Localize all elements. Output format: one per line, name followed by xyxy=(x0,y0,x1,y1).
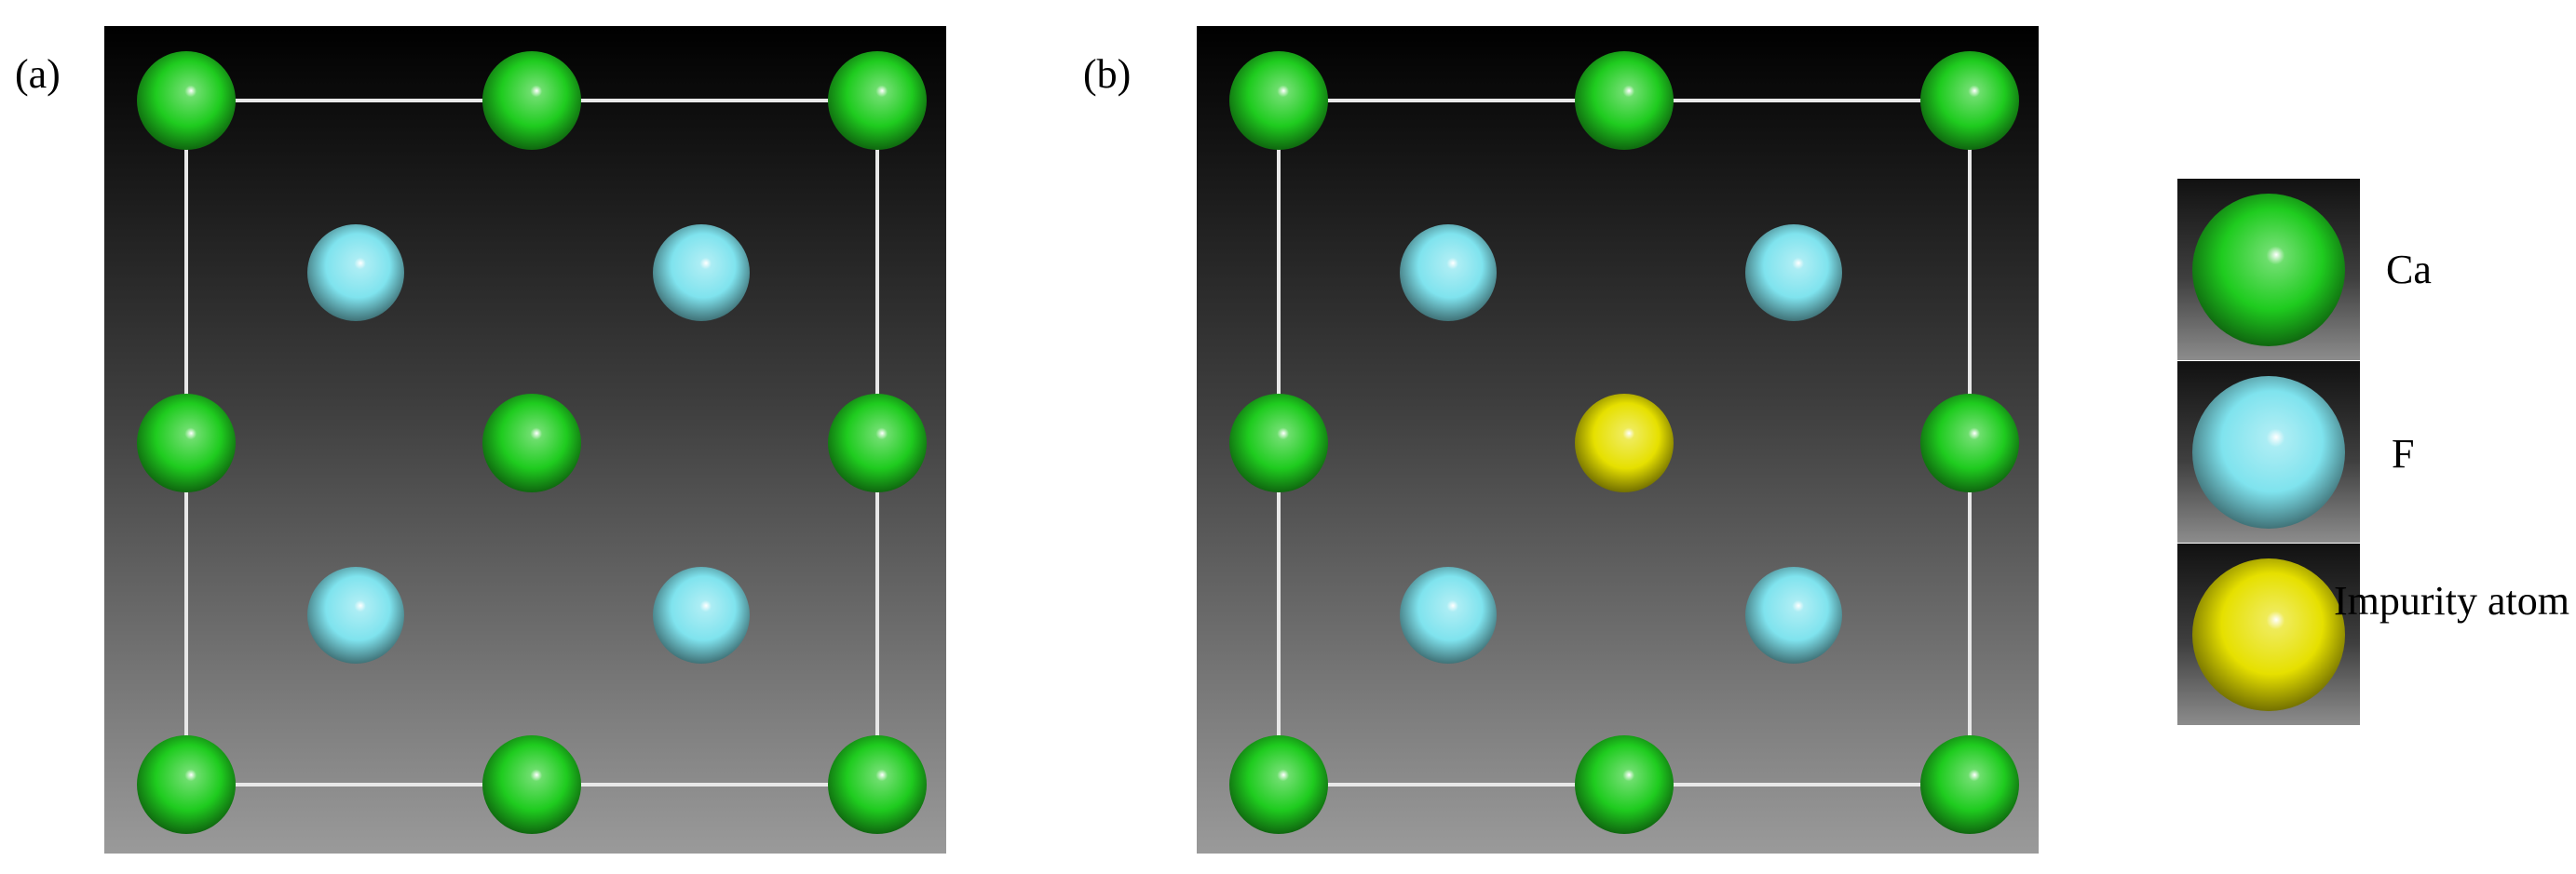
f-atom-a xyxy=(653,224,750,321)
f-atom-a xyxy=(307,567,404,664)
ca-atom-a xyxy=(137,394,236,492)
legend-swatch-ca xyxy=(2177,179,2360,360)
ca-atom-b xyxy=(1920,51,2019,150)
ca-atom-a xyxy=(828,51,927,150)
f-atom-a xyxy=(653,567,750,664)
f-atom-b xyxy=(1400,224,1497,321)
legend-sphere-ca xyxy=(2192,194,2345,346)
f-atom-b xyxy=(1745,224,1842,321)
impurity-atom-b xyxy=(1575,394,1674,492)
ca-atom-a xyxy=(137,51,236,150)
ca-atom-b xyxy=(1920,735,2019,834)
crystal-b-canvas xyxy=(1229,51,2019,834)
ca-atom-a xyxy=(482,394,581,492)
ca-atom-b xyxy=(1575,735,1674,834)
ca-atom-b xyxy=(1229,735,1328,834)
legend-label-ca: Ca xyxy=(2386,247,2432,292)
legend-sphere-impurity xyxy=(2192,558,2345,711)
ca-atom-b xyxy=(1229,394,1328,492)
legend-swatch-f xyxy=(2177,361,2360,543)
legend-label-f: F xyxy=(2392,431,2415,477)
ca-atom-a xyxy=(482,735,581,834)
crystal-structure-b xyxy=(1197,26,2039,854)
legend-label-impurity: Impurity atom xyxy=(2334,578,2569,624)
f-atom-a xyxy=(307,224,404,321)
ca-atom-a xyxy=(137,735,236,834)
legend-sphere-f xyxy=(2192,376,2345,529)
crystal-a-canvas xyxy=(137,51,927,834)
f-atom-b xyxy=(1400,567,1497,664)
ca-atom-a xyxy=(828,394,927,492)
crystal-structure-a xyxy=(104,26,946,854)
ca-atom-a xyxy=(482,51,581,150)
panel-a-label: (a) xyxy=(15,51,61,97)
panel-b-label: (b) xyxy=(1083,51,1132,97)
ca-atom-b xyxy=(1229,51,1328,150)
legend-swatch-impurity xyxy=(2177,544,2360,725)
ca-atom-b xyxy=(1920,394,2019,492)
ca-atom-a xyxy=(828,735,927,834)
ca-atom-b xyxy=(1575,51,1674,150)
f-atom-b xyxy=(1745,567,1842,664)
atom-legend xyxy=(2177,179,2360,725)
